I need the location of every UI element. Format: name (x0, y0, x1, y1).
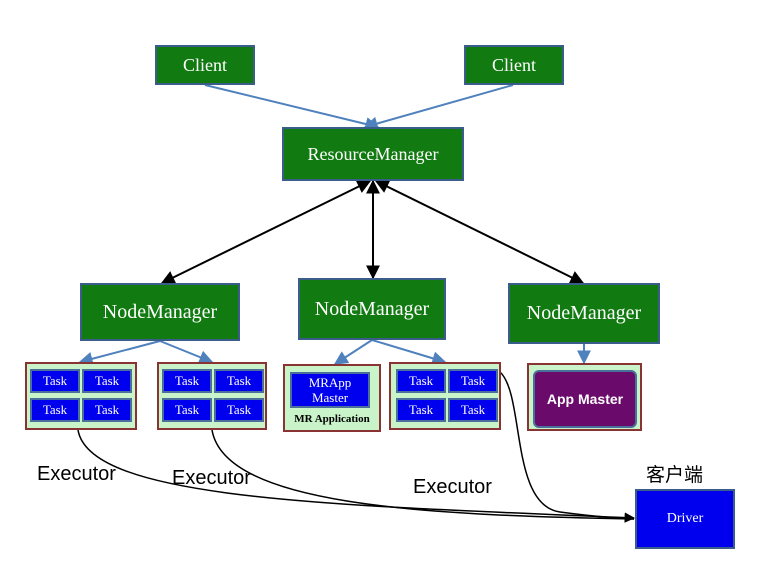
client-left: Client (155, 45, 255, 85)
executor-label-2: Executor (172, 467, 251, 489)
client-right: Client (464, 45, 564, 85)
mr-app-master-line1: MRApp (308, 375, 352, 390)
task-box: Task (82, 398, 132, 422)
executor3-to-driver-curve (499, 371, 635, 520)
executor-container-3: Task Task Task Task (389, 362, 501, 430)
client-side-label: 客户端 (646, 464, 704, 486)
client-right-label: Client (492, 54, 536, 75)
nm2-to-executor3-arrow (371, 339, 447, 366)
node-manager-right-label: NodeManager (526, 302, 642, 324)
driver-box: Driver (635, 489, 735, 549)
mr-application-label: MR Application (294, 413, 370, 425)
task-box: Task (214, 398, 264, 422)
task-label: Task (174, 402, 200, 417)
app-master-label: App Master (546, 391, 624, 407)
mr-application-container: MRApp Master MR Application (283, 364, 381, 432)
task-box: Task (30, 398, 80, 422)
task-label: Task (42, 402, 68, 417)
driver-label: Driver (666, 511, 704, 526)
mr-app-master-box: MRApp Master (290, 372, 370, 408)
task-label: Task (408, 373, 434, 388)
task-box: Task (162, 369, 212, 393)
resource-manager: ResourceManager (282, 127, 464, 181)
executor-container-2: Task Task Task Task (157, 362, 267, 430)
task-label: Task (460, 402, 486, 417)
task-label: Task (174, 373, 200, 388)
nm1-to-executor2-arrow (159, 340, 214, 364)
task-label: Task (94, 402, 120, 417)
task-box: Task (82, 369, 132, 393)
resource-manager-label: ResourceManager (307, 143, 439, 164)
task-label: Task (408, 402, 434, 417)
task-box: Task (396, 369, 446, 393)
task-label: Task (226, 402, 252, 417)
executor1-to-driver-curve (77, 429, 636, 523)
rm-nm-right-arrow (374, 180, 585, 284)
task-label: Task (226, 373, 252, 388)
node-manager-middle-label: NodeManager (314, 297, 430, 320)
task-label: Task (460, 373, 486, 388)
task-box: Task (448, 369, 498, 393)
client-right-to-rm-arrow (363, 84, 514, 131)
nm1-to-executor1-arrow (78, 340, 161, 366)
task-label: Task (42, 373, 68, 388)
task-box: Task (214, 369, 264, 393)
task-box: Task (448, 398, 498, 422)
client-left-label: Client (183, 54, 227, 75)
executor2-to-driver-curve (211, 429, 635, 520)
client-left-to-rm-arrow (204, 84, 380, 131)
node-manager-left: NodeManager (80, 283, 240, 341)
executor-label-1: Executor (37, 463, 116, 485)
mr-app-master-line2: Master (311, 390, 349, 405)
node-manager-middle: NodeManager (298, 278, 446, 340)
node-manager-left-label: NodeManager (102, 300, 218, 323)
node-manager-right: NodeManager (508, 283, 660, 344)
task-box: Task (396, 398, 446, 422)
app-master-container: App Master (527, 363, 642, 431)
executor-label-3: Executor (413, 476, 492, 498)
rm-nm-left-arrow (160, 180, 372, 284)
task-box: Task (162, 398, 212, 422)
task-label: Task (94, 373, 120, 388)
app-master-box: App Master (533, 370, 637, 428)
task-box: Task (30, 369, 80, 393)
nm2-to-mrapp-arrow (333, 339, 373, 365)
executor-container-1: Task Task Task Task (25, 362, 137, 430)
